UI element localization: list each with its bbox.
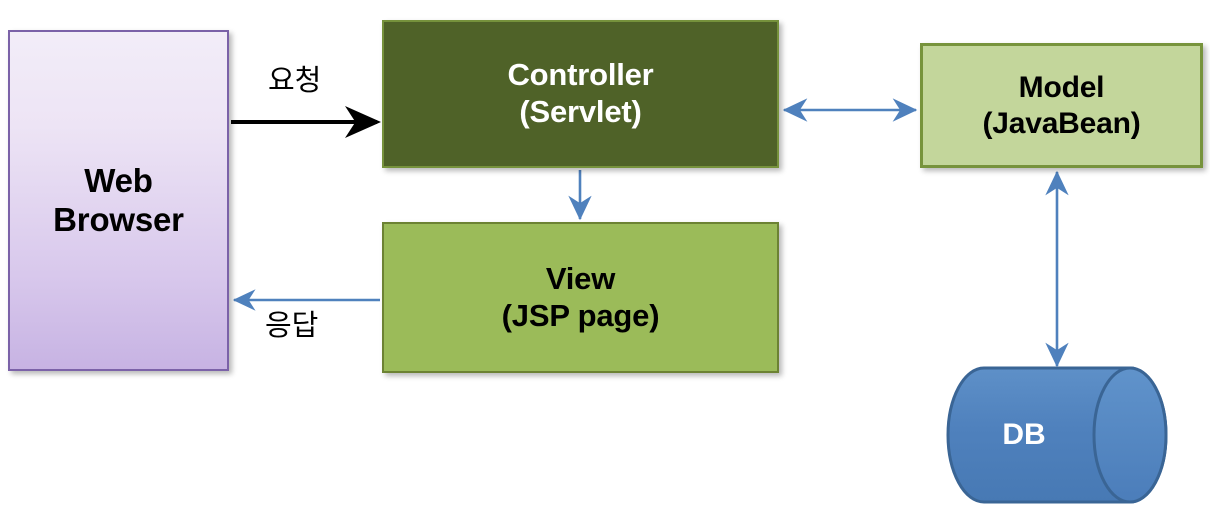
node-model[interactable]: Model (JavaBean) [920,43,1203,168]
node-view-line1: View [545,260,616,296]
node-web-browser-line2: Browser [53,200,184,238]
node-controller[interactable]: Controller (Servlet) [382,20,779,168]
node-view-line2: (JSP page) [501,297,660,333]
node-controller-line2: (Servlet) [519,94,642,129]
node-view[interactable]: View (JSP page) [382,222,779,373]
node-model-line2: (JavaBean) [982,106,1141,140]
node-web-browser[interactable]: Web Browser [8,30,229,371]
node-database[interactable]: DB [944,364,1170,506]
database-cylinder-icon [946,366,1168,504]
edge-label-request: 요청 [268,65,322,97]
edge-label-response: 응답 [265,310,319,342]
node-controller-line1: Controller [507,57,654,93]
node-web-browser-line1: Web [84,161,153,199]
node-model-line1: Model [1018,71,1105,105]
